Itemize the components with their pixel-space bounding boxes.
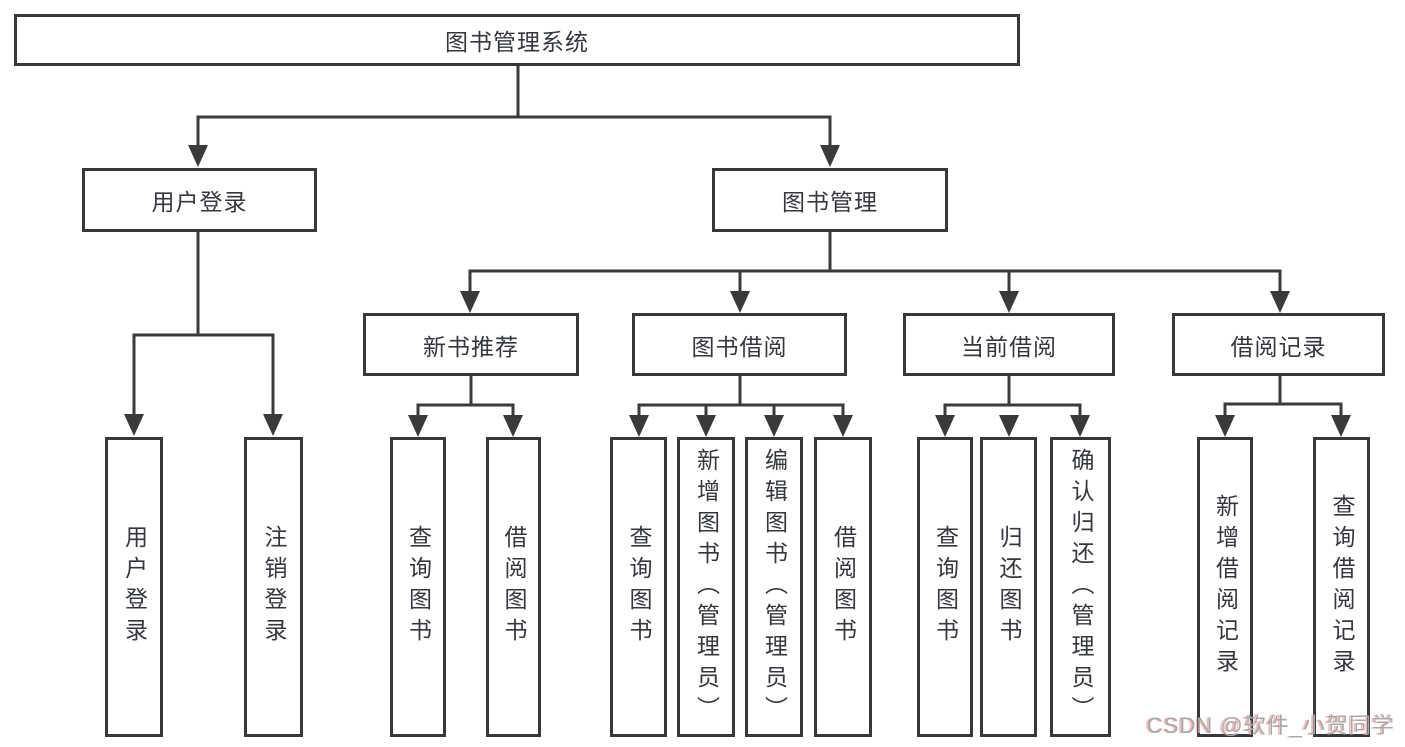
arrow-icon — [629, 415, 649, 437]
node-book-management-label: 图书管理 — [782, 189, 878, 215]
csdn-watermark: CSDN @软件_小贺同学 — [1146, 713, 1395, 738]
leaf-br-query-record-label: 查询借阅记录 — [1329, 494, 1355, 680]
leaf-cb-return-books-label: 归还图书 — [996, 525, 1022, 649]
arrow-icon — [188, 145, 208, 167]
leaf-bb-add-books: 新增图书（管理员） — [677, 437, 735, 737]
arrow-icon — [1215, 415, 1235, 437]
connector-book-mgmt-split — [468, 230, 1282, 295]
node-borrowing-records: 借阅记录 — [1172, 313, 1385, 376]
connector-borrow-records-split — [1223, 374, 1343, 418]
leaf-rec-borrow-books-label: 借阅图书 — [501, 525, 527, 649]
arrow-icon — [999, 291, 1019, 313]
leaf-bb-borrow-books: 借阅图书 — [814, 437, 872, 737]
node-book-borrowing-label: 图书借阅 — [691, 333, 788, 360]
arrow-icon — [999, 415, 1019, 437]
node-current-borrowing: 当前借阅 — [903, 313, 1115, 376]
leaf-user-login: 用户登录 — [105, 437, 163, 737]
connector-current-borrow-split — [943, 374, 1082, 418]
leaf-bb-edit-books: 编辑图书（管理员） — [745, 437, 803, 737]
leaf-bb-query-books: 查询图书 — [610, 437, 667, 737]
connector-root-split — [196, 64, 832, 148]
node-user-login-label: 用户登录 — [151, 189, 248, 215]
arrow-icon — [503, 415, 523, 437]
arrow-icon — [124, 414, 144, 436]
leaf-cb-confirm-return-label: 确认归还（管理员） — [1068, 447, 1094, 727]
leaf-br-add-record: 新增借阅记录 — [1197, 437, 1253, 737]
arrow-icon — [1070, 415, 1090, 437]
arrow-icon — [1270, 291, 1290, 313]
leaf-user-login-label: 用户登录 — [121, 525, 148, 649]
leaf-logout: 注销登录 — [244, 437, 303, 737]
connector-book-borrow-split — [637, 374, 845, 418]
node-book-management: 图书管理 — [712, 168, 948, 232]
arrow-icon — [460, 291, 480, 313]
leaf-cb-query-books-label: 查询图书 — [932, 525, 959, 649]
node-borrowing-records-label: 借阅记录 — [1230, 333, 1327, 360]
node-new-book-recommend: 新书推荐 — [363, 313, 579, 376]
leaf-rec-query-books-label: 查询图书 — [405, 525, 432, 649]
arrow-icon — [935, 415, 955, 437]
leaf-cb-query-books: 查询图书 — [917, 437, 973, 737]
arrow-icon — [263, 414, 283, 436]
connector-new-book-rec-split — [416, 374, 515, 418]
arrow-heads — [124, 145, 1351, 437]
node-book-borrowing: 图书借阅 — [632, 313, 847, 376]
leaf-logout-label: 注销登录 — [261, 525, 287, 649]
leaf-bb-edit-books-label: 编辑图书（管理员） — [761, 447, 788, 727]
leaf-bb-borrow-books-label: 借阅图书 — [830, 525, 857, 649]
arrow-icon — [408, 415, 428, 437]
arrow-icon — [820, 145, 840, 167]
leaf-bb-query-books-label: 查询图书 — [626, 525, 652, 649]
arrow-icon — [764, 415, 784, 437]
node-library-system-label: 图书管理系统 — [445, 29, 589, 55]
arrow-icon — [696, 415, 716, 437]
leaf-br-add-record-label: 新增借阅记录 — [1212, 494, 1239, 680]
node-library-system: 图书管理系统 — [14, 14, 1020, 66]
leaf-bb-add-books-label: 新增图书（管理员） — [693, 447, 720, 727]
arrow-icon — [730, 291, 750, 313]
connector-user-login-split — [132, 230, 275, 418]
leaf-rec-query-books: 查询图书 — [390, 437, 446, 737]
leaf-cb-return-books: 归还图书 — [980, 437, 1037, 737]
leaf-br-query-record: 查询借阅记录 — [1313, 437, 1370, 737]
leaf-rec-borrow-books: 借阅图书 — [486, 437, 541, 737]
node-new-book-recommend-label: 新书推荐 — [423, 333, 519, 360]
leaf-cb-confirm-return: 确认归还（管理员） — [1050, 437, 1111, 737]
node-current-borrowing-label: 当前借阅 — [961, 333, 1057, 360]
node-user-login: 用户登录 — [82, 168, 317, 232]
arrow-icon — [833, 415, 853, 437]
arrow-icon — [1331, 415, 1351, 437]
